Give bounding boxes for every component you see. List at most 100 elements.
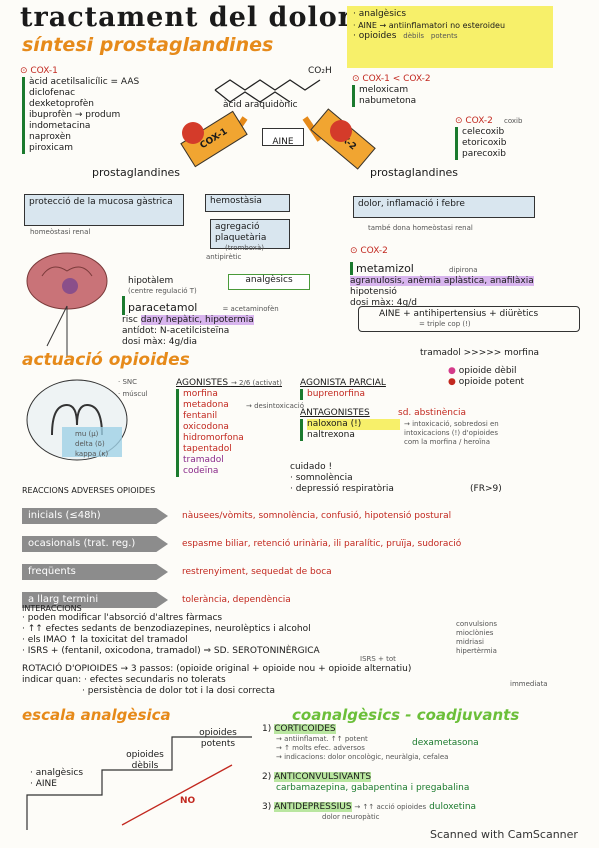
reaccio-row: inicials (≤48h) nàusees/vòmits, somnolèn… — [22, 504, 582, 528]
cox1-item: naproxèn — [29, 132, 71, 142]
platelet-box: agregació plaquetària — [210, 219, 290, 249]
triple-cop-box: AINE + antihipertensius + diürètics = tr… — [358, 306, 580, 332]
abstinence-note: sd. abstinència — [398, 408, 466, 418]
block-icon — [330, 120, 352, 142]
delta-label: delta (δ) — [75, 440, 105, 448]
agonist-item: metadona — [183, 400, 229, 410]
tromboxa-note: (tromboxà) — [225, 244, 264, 252]
coanalgesic-line: carbamazepina, gabapentina i pregabalina — [276, 783, 470, 793]
renal-note: homeòstasi renal — [30, 228, 91, 236]
reaccions-header: REACCIONS ADVERSES OPIOIDES — [22, 486, 156, 495]
antagonist-use-note: → intoxicació, sobredosi en intoxicacion… — [404, 420, 499, 446]
legend-item: · AINE → antiinflamatori no esteroideu — [353, 21, 506, 30]
legend-item: · opioides — [353, 31, 397, 41]
metamizol-section: ⊙ COX-2 metamizol dipirona agranulosis, … — [350, 246, 580, 309]
muscle-label: · múscul — [118, 390, 148, 398]
antidot: antídot: N-acetilcisteïna — [122, 326, 230, 336]
agonist-item: oxicodona — [183, 422, 229, 432]
coanalgesic-name: ANTICONVULSIVANTS — [274, 772, 372, 782]
paracetamol-section: paracetamol = acetaminofèn risc dany hep… — [122, 296, 342, 348]
arachidonic-acid-label: àcid araquidònic — [223, 100, 298, 110]
gastric-box: protecció de la mucosa gàstrica — [24, 194, 184, 226]
agonistes-header: AGONISTES — [176, 378, 229, 388]
reaccio-label: a llarg termini — [22, 592, 168, 608]
coanalgesic-drug: duloxetina — [429, 802, 477, 812]
agonist-item: tramadol — [183, 455, 224, 465]
coanalgesics-title: coanalgèsics - coadjuvants — [292, 706, 520, 724]
reaccio-row: a llarg termini tolerància, dependència — [22, 588, 582, 612]
legend-note-strong: potents — [430, 32, 458, 40]
escala-title: escala analgèsica — [22, 706, 171, 724]
parcial-header: AGONISTA PARCIAL — [300, 378, 386, 388]
pain-inflammation-box: dolor, inflamació i febre — [353, 196, 535, 218]
coanalgesic-num: 1) — [262, 724, 272, 734]
cox2-section: ⊙ COX-2 coxib celecoxib etoricoxib parec… — [455, 108, 565, 160]
cuidado-item: · somnolència — [290, 473, 353, 483]
escala-no: NO — [180, 796, 196, 806]
acetaminofen-note: = acetaminofèn — [222, 305, 279, 313]
opioid-weak: opioide dèbil — [458, 366, 517, 376]
antagonist-item: naloxona (!) — [307, 419, 400, 430]
rotacio-line: indicar quan: · efectes secundaris no to… — [22, 675, 226, 685]
receptor-icon — [26, 379, 128, 461]
antagonist-item: naltrexona — [307, 430, 355, 440]
coanalgesic-line: → indicacions: dolor oncològic, neuràlgi… — [276, 753, 449, 761]
interaccio-line: · els IMAO ↑ la toxicitat del tramadol — [22, 635, 188, 645]
coanalgesic-num: 3) — [262, 802, 272, 812]
escala-item: · AINE — [30, 779, 57, 789]
reaccio-row: freqüents restrenyiment, sequedat de boc… — [22, 560, 582, 584]
reaccio-label: ocasionals (trat. reg.) — [22, 536, 168, 552]
reaccio-value: tolerància, dependència — [182, 594, 291, 605]
tramadol-line: tramadol >>>>> morfina — [420, 348, 540, 358]
cox1-item: ibuprofèn → produm — [29, 110, 121, 120]
desintox-note: → desintoxicació — [246, 402, 304, 410]
immediata-note: immediata — [510, 680, 548, 688]
block-icon — [182, 122, 204, 144]
subtitle: síntesi prostaglandines — [22, 34, 274, 56]
cox12-section: ⊙ COX-1 < COX-2 meloxicam nabumetona — [352, 74, 462, 107]
cox12-header: ⊙ COX-1 < COX-2 — [352, 74, 431, 84]
coanalgesic-item: 1) CORTICOIDES → antiinflamat. ↑↑ potent… — [262, 724, 582, 762]
metamizol-header: ⊙ COX-2 — [350, 246, 388, 256]
reaccio-row: ocasionals (trat. reg.) espasme biliar, … — [22, 532, 582, 556]
interaccions-section: INTERACCIONS · poden modificar l'absorci… — [22, 604, 442, 657]
page-title: tractament del dolor — [20, 2, 353, 33]
interaccions-header: INTERACCIONS — [22, 604, 82, 613]
opioid-strong: opioide potent — [458, 377, 525, 387]
interaccio-line: · poden modificar l'absorció d'altres fà… — [22, 613, 223, 623]
renal-right-note: també dona homeòstasi renal — [368, 224, 473, 232]
agonist-item: codeïna — [183, 466, 219, 476]
coanalgesic-line: → ↑ molts efec. adversos — [276, 744, 365, 752]
agonist-item: morfina — [183, 389, 218, 399]
symptom: mioclònies — [456, 629, 494, 637]
kappa-label: kappa (κ) — [75, 450, 109, 458]
cox1-item: àcid acetilsalicílic = AAS — [29, 77, 140, 87]
cuidado-section: cuidado ! · somnolència · depressió resp… — [290, 462, 460, 495]
cox12-item: nabumetona — [359, 96, 417, 106]
aine-combo-text: AINE + antihipertensius + diürètics — [379, 309, 539, 319]
isrs-note: ISRS + tot — [360, 655, 396, 663]
coanalgesic-item: 2) ANTICONVULSIVANTS carbamazepina, gaba… — [262, 772, 582, 794]
coanalgesic-drug: dexametasona — [412, 738, 479, 748]
triple-cop-note: = triple cop (!) — [419, 320, 471, 328]
antagonistes-header: ANTAGONISTES — [300, 408, 370, 418]
metamizol-dose: dosi màx: 4g/d — [350, 298, 417, 308]
coanalgesic-item: 3) ANTIDEPRESSIUS → ↑↑ acció opioides du… — [262, 802, 582, 822]
cox1-section: ⊙ COX-1 àcid acetilsalicílic = AAS diclo… — [20, 66, 180, 154]
coanalgesic-name: CORTICOIDES — [274, 724, 336, 734]
agonist-item: tapentadol — [183, 444, 232, 454]
cox1-item: diclofenac — [29, 88, 76, 98]
cox1-item: dexketoprofèn — [29, 99, 95, 109]
coanalgesic-line: → antiinflamat. ↑↑ potent — [276, 735, 368, 743]
paracetamol-name: paracetamol — [128, 301, 198, 314]
risc-value: dany hepàtic, hipotermia — [140, 315, 254, 325]
legend-note-weak: dèbils — [403, 32, 424, 40]
coanalgesic-name: ANTIDEPRESSIUS — [274, 802, 352, 812]
cox1-item: piroxicam — [29, 143, 74, 153]
cox12-item: meloxicam — [359, 85, 409, 95]
symptom: convulsions — [456, 620, 498, 628]
parcial-section: AGONISTA PARCIAL buprenorfina — [300, 378, 420, 400]
antagonistes-section: ANTAGONISTES naloxona (!) naltrexona — [300, 408, 400, 441]
agonistes-section: AGONISTES → 2/6 (activat) morfina metado… — [176, 378, 286, 477]
co2h-label: CO₂H — [308, 66, 332, 76]
